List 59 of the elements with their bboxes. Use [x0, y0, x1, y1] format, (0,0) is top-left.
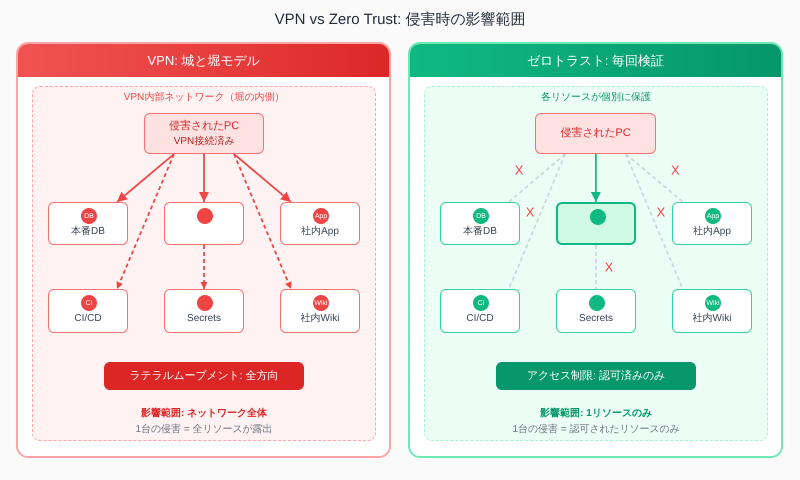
arrow — [200, 245, 208, 289]
impact-summary: 影響範囲: 1リソースのみ — [540, 408, 652, 420]
impact-note: 1台の侵害 = 認可されたリソースのみ — [512, 424, 680, 436]
edge-label: X — [670, 164, 681, 176]
resource-name: 社内Wiki — [692, 313, 732, 325]
resource-name: Secrets — [579, 313, 613, 325]
resource-box — [672, 202, 752, 245]
arrow — [590, 154, 601, 202]
resource-name: 社内App — [693, 226, 731, 238]
connector-line — [508, 153, 566, 203]
edge-label: X — [514, 164, 524, 176]
connector-line — [625, 153, 684, 203]
connector-line — [508, 154, 566, 290]
arrow — [233, 154, 292, 290]
impact-note: 1台の侵害 = 全リソースが露出 — [136, 424, 272, 436]
resource-box — [440, 202, 520, 245]
resource-box — [556, 202, 636, 245]
region-label: 各リソースが個別に保護 — [541, 92, 651, 104]
comparison-panel — [16, 42, 391, 458]
edge-label: X — [655, 206, 666, 218]
summary-banner: ラテラルムーブメント: 全方向 — [104, 362, 304, 390]
device-box — [535, 113, 656, 154]
diagram-title: VPN vs Zero Trust: 侵害時の影響範囲 — [274, 11, 526, 29]
arrow — [233, 153, 292, 203]
resource-box — [280, 202, 360, 245]
resource-name: 社内Wiki — [300, 313, 340, 325]
impact-summary: 影響範囲: ネットワーク全体 — [140, 408, 268, 420]
resource-name: CI/CD — [466, 313, 494, 325]
arrow — [199, 154, 209, 202]
resource-box — [440, 289, 520, 333]
dashed-region — [32, 86, 376, 441]
panel-header: VPN: 城と堀モデル — [18, 44, 389, 77]
edge-label: X — [604, 260, 614, 274]
resource-name: 本番DB — [71, 226, 105, 238]
comparison-panel — [408, 42, 783, 458]
node-title: 侵害されたPC — [560, 127, 631, 140]
panel-header: ゼロトラスト: 毎回検証 — [410, 44, 781, 77]
resource-box — [556, 289, 636, 333]
summary-banner: アクセス制限: 認可済みのみ — [496, 362, 696, 390]
arrow — [116, 154, 175, 290]
resource-box — [164, 202, 244, 245]
dashed-region — [424, 86, 768, 441]
device-box — [144, 113, 264, 154]
resource-box — [164, 289, 244, 333]
edge-label: X — [524, 206, 536, 218]
connector-line — [624, 154, 684, 290]
resource-box — [280, 289, 360, 333]
node-subtitle: VPN接続済み — [174, 136, 234, 148]
resource-name: 本番DB — [463, 226, 497, 238]
connector-line — [595, 245, 597, 289]
node-title: 侵害されたPC — [168, 120, 240, 132]
resource-name: CI/CD — [74, 313, 102, 325]
resource-name: 社内App — [301, 226, 339, 238]
arrow — [116, 153, 175, 203]
resource-box — [672, 289, 752, 333]
resource-box — [48, 202, 128, 245]
region-label: VPN内部ネットワーク（堀の内側） — [124, 92, 284, 104]
resource-box — [48, 289, 128, 333]
resource-name: Secrets — [187, 313, 221, 325]
